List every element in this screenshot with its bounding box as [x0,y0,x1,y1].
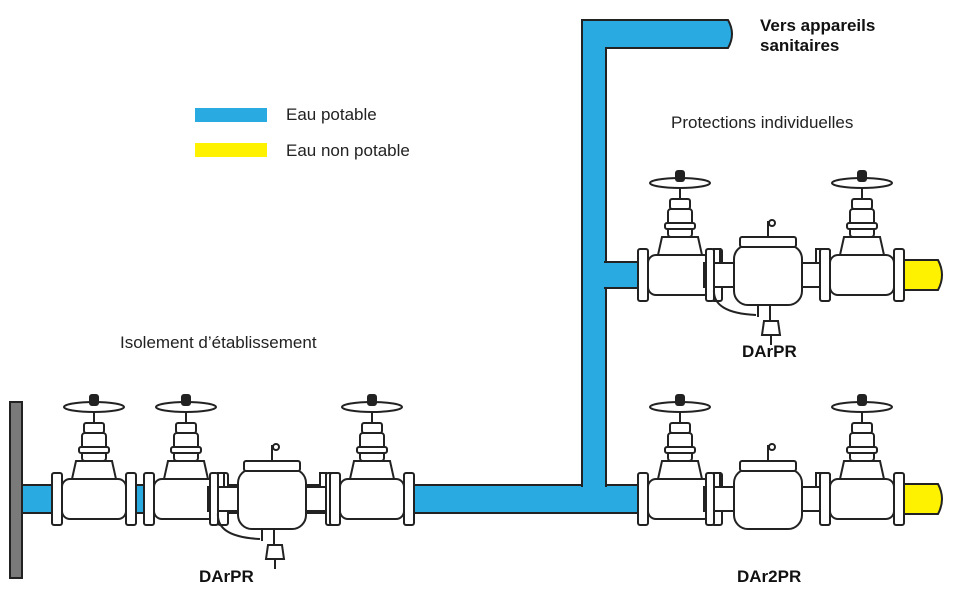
disconnector-body [733,468,803,530]
valve-body [647,254,713,296]
valve-body [339,478,405,520]
cover-plate [739,460,797,472]
valve-packing [669,422,691,434]
handwheel-cap [675,394,685,406]
valve-body [829,254,895,296]
valve-packing [669,198,691,210]
backflow-dar2pr [703,443,833,530]
handwheel-cap [367,394,377,406]
vent-cap [768,219,776,227]
valve-collar [78,446,110,454]
valve-collar [356,446,388,454]
test-cock-left [713,472,721,488]
cover-plate [243,460,301,472]
valve-bonnet [70,460,118,480]
valve-packing [361,422,383,434]
valve-collar [664,222,696,230]
test-cock-right [319,472,327,488]
drain-line [261,529,275,545]
flange-left [329,472,341,526]
flange-right [893,248,905,302]
valve-bonnet [348,460,396,480]
non-potable-pipes [892,259,943,515]
flange-right [893,472,905,526]
isolement-label: Isolement d’établissement [120,333,317,352]
valve-packing [83,422,105,434]
gate-valve-7 [819,394,905,526]
handwheel-cap [675,170,685,182]
valve-collar [846,446,878,454]
darpr-bottom-label: DArPR [199,567,254,586]
valve-packing [851,422,873,434]
gate-valve-1 [51,394,137,526]
flange-left [705,472,715,526]
disconnector-body [733,244,803,306]
backflow-darpr-bottom [207,443,337,569]
flange-left [637,248,649,302]
flange-right [403,472,415,526]
valve-collar [170,446,202,454]
disconnector-body [237,468,307,530]
valve-bonnet [838,236,886,256]
gate-valve-6 [637,394,723,526]
flange-right [125,472,137,526]
legend-swatch-non-potable [195,143,267,157]
test-cock-left [713,248,721,264]
legend-label-potable: Eau potable [286,105,377,124]
sensing-line [216,512,261,540]
valve-collar [846,222,878,230]
gate-valve-3 [329,394,415,526]
valve-packing [851,198,873,210]
test-cock-left [217,472,225,488]
yellow-pipe-top [892,259,943,291]
relief-valve-icon [264,544,286,560]
valve-group [51,170,905,569]
legend-swatch-potable [195,108,267,122]
flange-left [705,248,715,302]
drain-line [757,305,771,321]
flange-left [209,472,219,526]
dar2pr-label: DAr2PR [737,567,802,586]
flange-left [637,472,649,526]
valve-bonnet [838,460,886,480]
valve-body [61,478,127,520]
valve-bonnet [656,460,704,480]
legend-label-non-potable: Eau non potable [286,141,410,160]
handwheel-cap [857,394,867,406]
valve-collar [664,446,696,454]
destination-label: Vers appareils sanitaires [760,16,876,55]
darpr-top-label: DArPR [742,342,797,361]
valve-bonnet [656,236,704,256]
gate-valve-5 [819,170,905,302]
protections-label: Protections individuelles [671,113,854,132]
handwheel-cap [857,170,867,182]
flange-left [51,472,63,526]
backflow-darpr-top [703,219,833,345]
vent-cap [768,443,776,451]
valve-body [829,478,895,520]
flange-left [143,472,155,526]
wall [9,401,23,579]
valve-bonnet [162,460,210,480]
flange-left [819,472,831,526]
flange-left [819,248,831,302]
yellow-pipe-bottom [892,483,943,515]
valve-body [647,478,713,520]
valve-packing [175,422,197,434]
vent-cap [272,443,280,451]
handwheel-cap [181,394,191,406]
handwheel-cap [89,394,99,406]
sensing-line [712,288,757,316]
cover-plate [739,236,797,248]
relief-valve-icon [760,320,782,336]
